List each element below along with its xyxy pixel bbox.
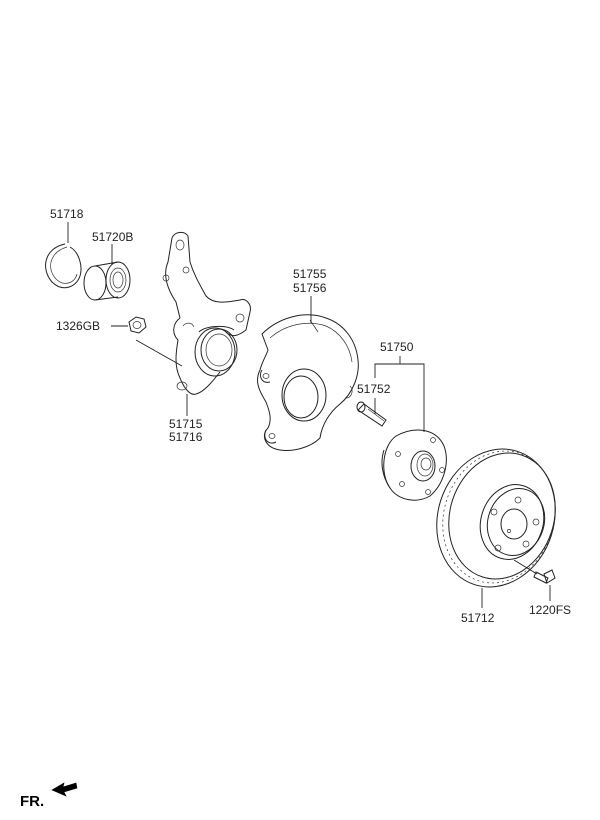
label-51752: 51752 — [357, 382, 391, 396]
snap-ring-51718[interactable] — [45, 243, 82, 289]
nut-1326gb[interactable] — [128, 316, 147, 334]
dust-cover-51755[interactable] — [257, 314, 359, 451]
hub-bolt-51752[interactable] — [356, 401, 387, 427]
front-direction-indicator: FR. — [20, 782, 78, 810]
label-51716: 51716 — [169, 430, 203, 444]
brake-disc-51712[interactable] — [419, 434, 573, 603]
label-51750: 51750 — [380, 340, 414, 354]
leader-1326gb-knuckle — [135, 339, 183, 367]
steering-knuckle-51715[interactable] — [162, 231, 251, 395]
label-51712: 51712 — [461, 611, 495, 625]
front-arrow-icon — [51, 782, 78, 797]
front-label: FR. — [20, 793, 44, 810]
screw-1220fs[interactable] — [533, 569, 556, 584]
label-51755: 51755 — [293, 267, 327, 281]
label-1326gb: 1326GB — [56, 319, 100, 333]
wheel-hub-51750[interactable] — [381, 429, 447, 501]
label-1220fs: 1220FS — [529, 603, 571, 617]
leader-1220fs-disc — [513, 559, 538, 575]
label-51756: 51756 — [293, 281, 327, 295]
label-51720b: 51720B — [92, 230, 133, 244]
label-51715: 51715 — [169, 417, 203, 431]
leader-51750 — [374, 363, 425, 432]
bearing-51720b[interactable] — [83, 261, 131, 301]
label-51718: 51718 — [50, 207, 84, 221]
